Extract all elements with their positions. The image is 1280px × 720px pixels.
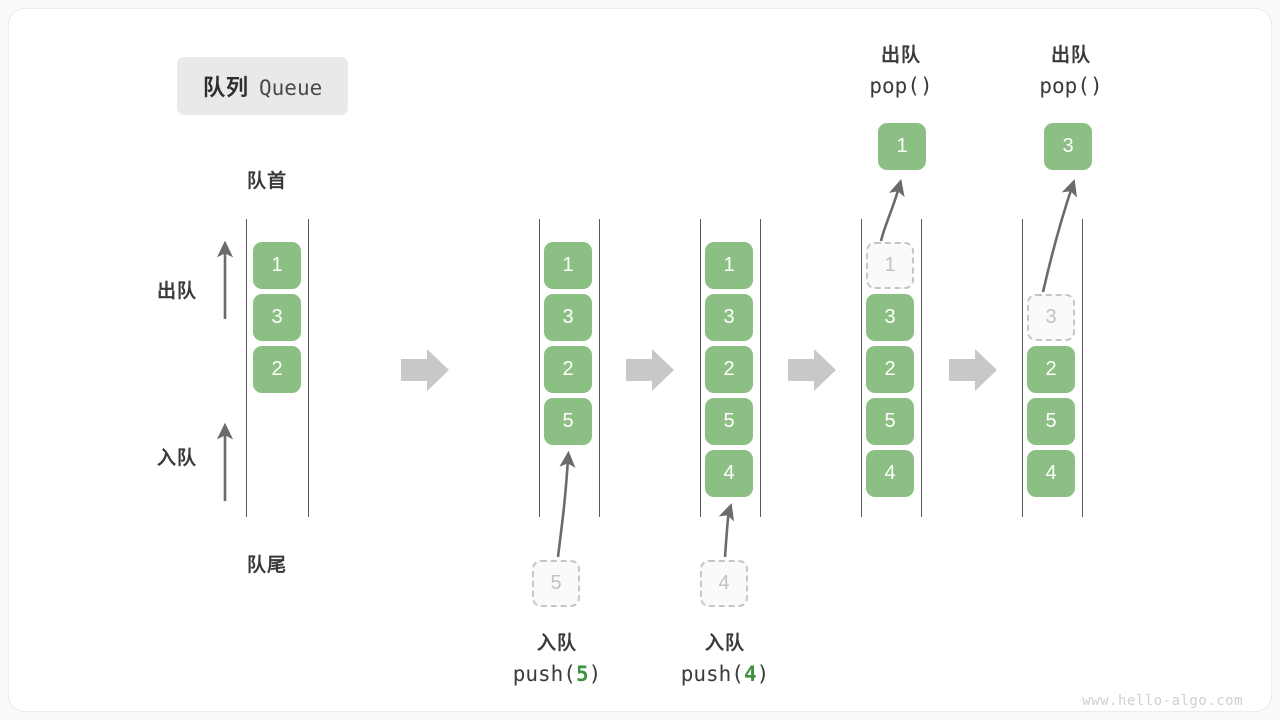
- queue-item: 3: [253, 294, 301, 341]
- queue-rail-right-col4: [921, 219, 922, 517]
- rear-label: 队尾: [247, 555, 288, 576]
- queue-item: 1: [705, 242, 753, 289]
- popped-value-3: 3: [1044, 123, 1092, 170]
- queue-item: 2: [253, 346, 301, 393]
- push-4-label-cn: 入队: [704, 633, 745, 654]
- dequeue-direction-label: 出队: [157, 281, 198, 302]
- queue-item-pushed: 4: [705, 450, 753, 497]
- queue-item: 5: [1027, 398, 1075, 445]
- front-label: 队首: [247, 171, 288, 192]
- queue-item: 3: [544, 294, 592, 341]
- push-5-arrow: [556, 450, 576, 558]
- queue-rail-right-col5: [1082, 219, 1083, 517]
- step-arrow-1-to-2: [401, 349, 449, 391]
- step-arrow-3-to-4: [788, 349, 836, 391]
- step-arrow-2-to-3: [626, 349, 674, 391]
- push-5-label-code: push(5): [512, 662, 602, 687]
- title-chinese: 队列: [203, 75, 250, 100]
- queue-rail-left-col1: [246, 219, 247, 517]
- diagram-title-badge: 队列 Queue: [177, 57, 349, 115]
- queue-item: 5: [866, 398, 914, 445]
- queue-rail-right-col2: [599, 219, 600, 517]
- queue-item-popped-ghost: 1: [866, 242, 914, 289]
- queue-rail-left-col4: [861, 219, 862, 517]
- pop-1-label: 出队 pop(): [821, 41, 981, 103]
- queue-item: 5: [705, 398, 753, 445]
- push-5-label: 入队 push(5): [477, 629, 637, 691]
- queue-item: 2: [705, 346, 753, 393]
- queue-item: 4: [866, 450, 914, 497]
- queue-rail-left-col2: [539, 219, 540, 517]
- push-4-label-code: push(4): [680, 662, 770, 687]
- pop-3-arrow: [1041, 179, 1078, 293]
- queue-item: 2: [866, 346, 914, 393]
- pop-3-label-code: pop(): [1039, 74, 1103, 99]
- enqueue-direction-label: 入队: [157, 448, 198, 469]
- queue-item: 2: [544, 346, 592, 393]
- pending-push-value-5: 5: [532, 560, 580, 607]
- pop-1-arrow: [879, 178, 905, 242]
- queue-rail-left-col5: [1022, 219, 1023, 517]
- queue-item: 4: [1027, 450, 1075, 497]
- push-4-label: 入队 push(4): [645, 629, 805, 691]
- queue-item: 3: [866, 294, 914, 341]
- watermark: www.hello-algo.com: [1082, 693, 1243, 709]
- step-arrow-4-to-5: [949, 349, 997, 391]
- queue-item: 3: [705, 294, 753, 341]
- queue-item: 2: [1027, 346, 1075, 393]
- push-4-arrow: [718, 503, 735, 558]
- popped-value-1: 1: [878, 123, 926, 170]
- push-5-label-cn: 入队: [536, 633, 577, 654]
- pending-push-value-4: 4: [700, 560, 748, 607]
- pop-1-label-code: pop(): [869, 74, 933, 99]
- queue-rail-right-col1: [308, 219, 309, 517]
- queue-item: 1: [544, 242, 592, 289]
- queue-item-popped-ghost: 3: [1027, 294, 1075, 341]
- pop-3-label: 出队 pop(): [991, 41, 1151, 103]
- diagram-stage: 队列 Queue 队首 队尾 出队 入队 1 3 2 1 3 2 5 5 入队 …: [9, 9, 1271, 711]
- queue-item: 1: [253, 242, 301, 289]
- pop-3-label-cn: 出队: [1050, 45, 1091, 66]
- diagram-card: 队列 Queue 队首 队尾 出队 入队 1 3 2 1 3 2 5 5 入队 …: [8, 8, 1272, 712]
- pop-1-label-cn: 出队: [880, 45, 921, 66]
- title-english: Queue: [259, 76, 323, 100]
- queue-rail-left-col3: [700, 219, 701, 517]
- queue-item-pushed: 5: [544, 398, 592, 445]
- queue-rail-right-col3: [760, 219, 761, 517]
